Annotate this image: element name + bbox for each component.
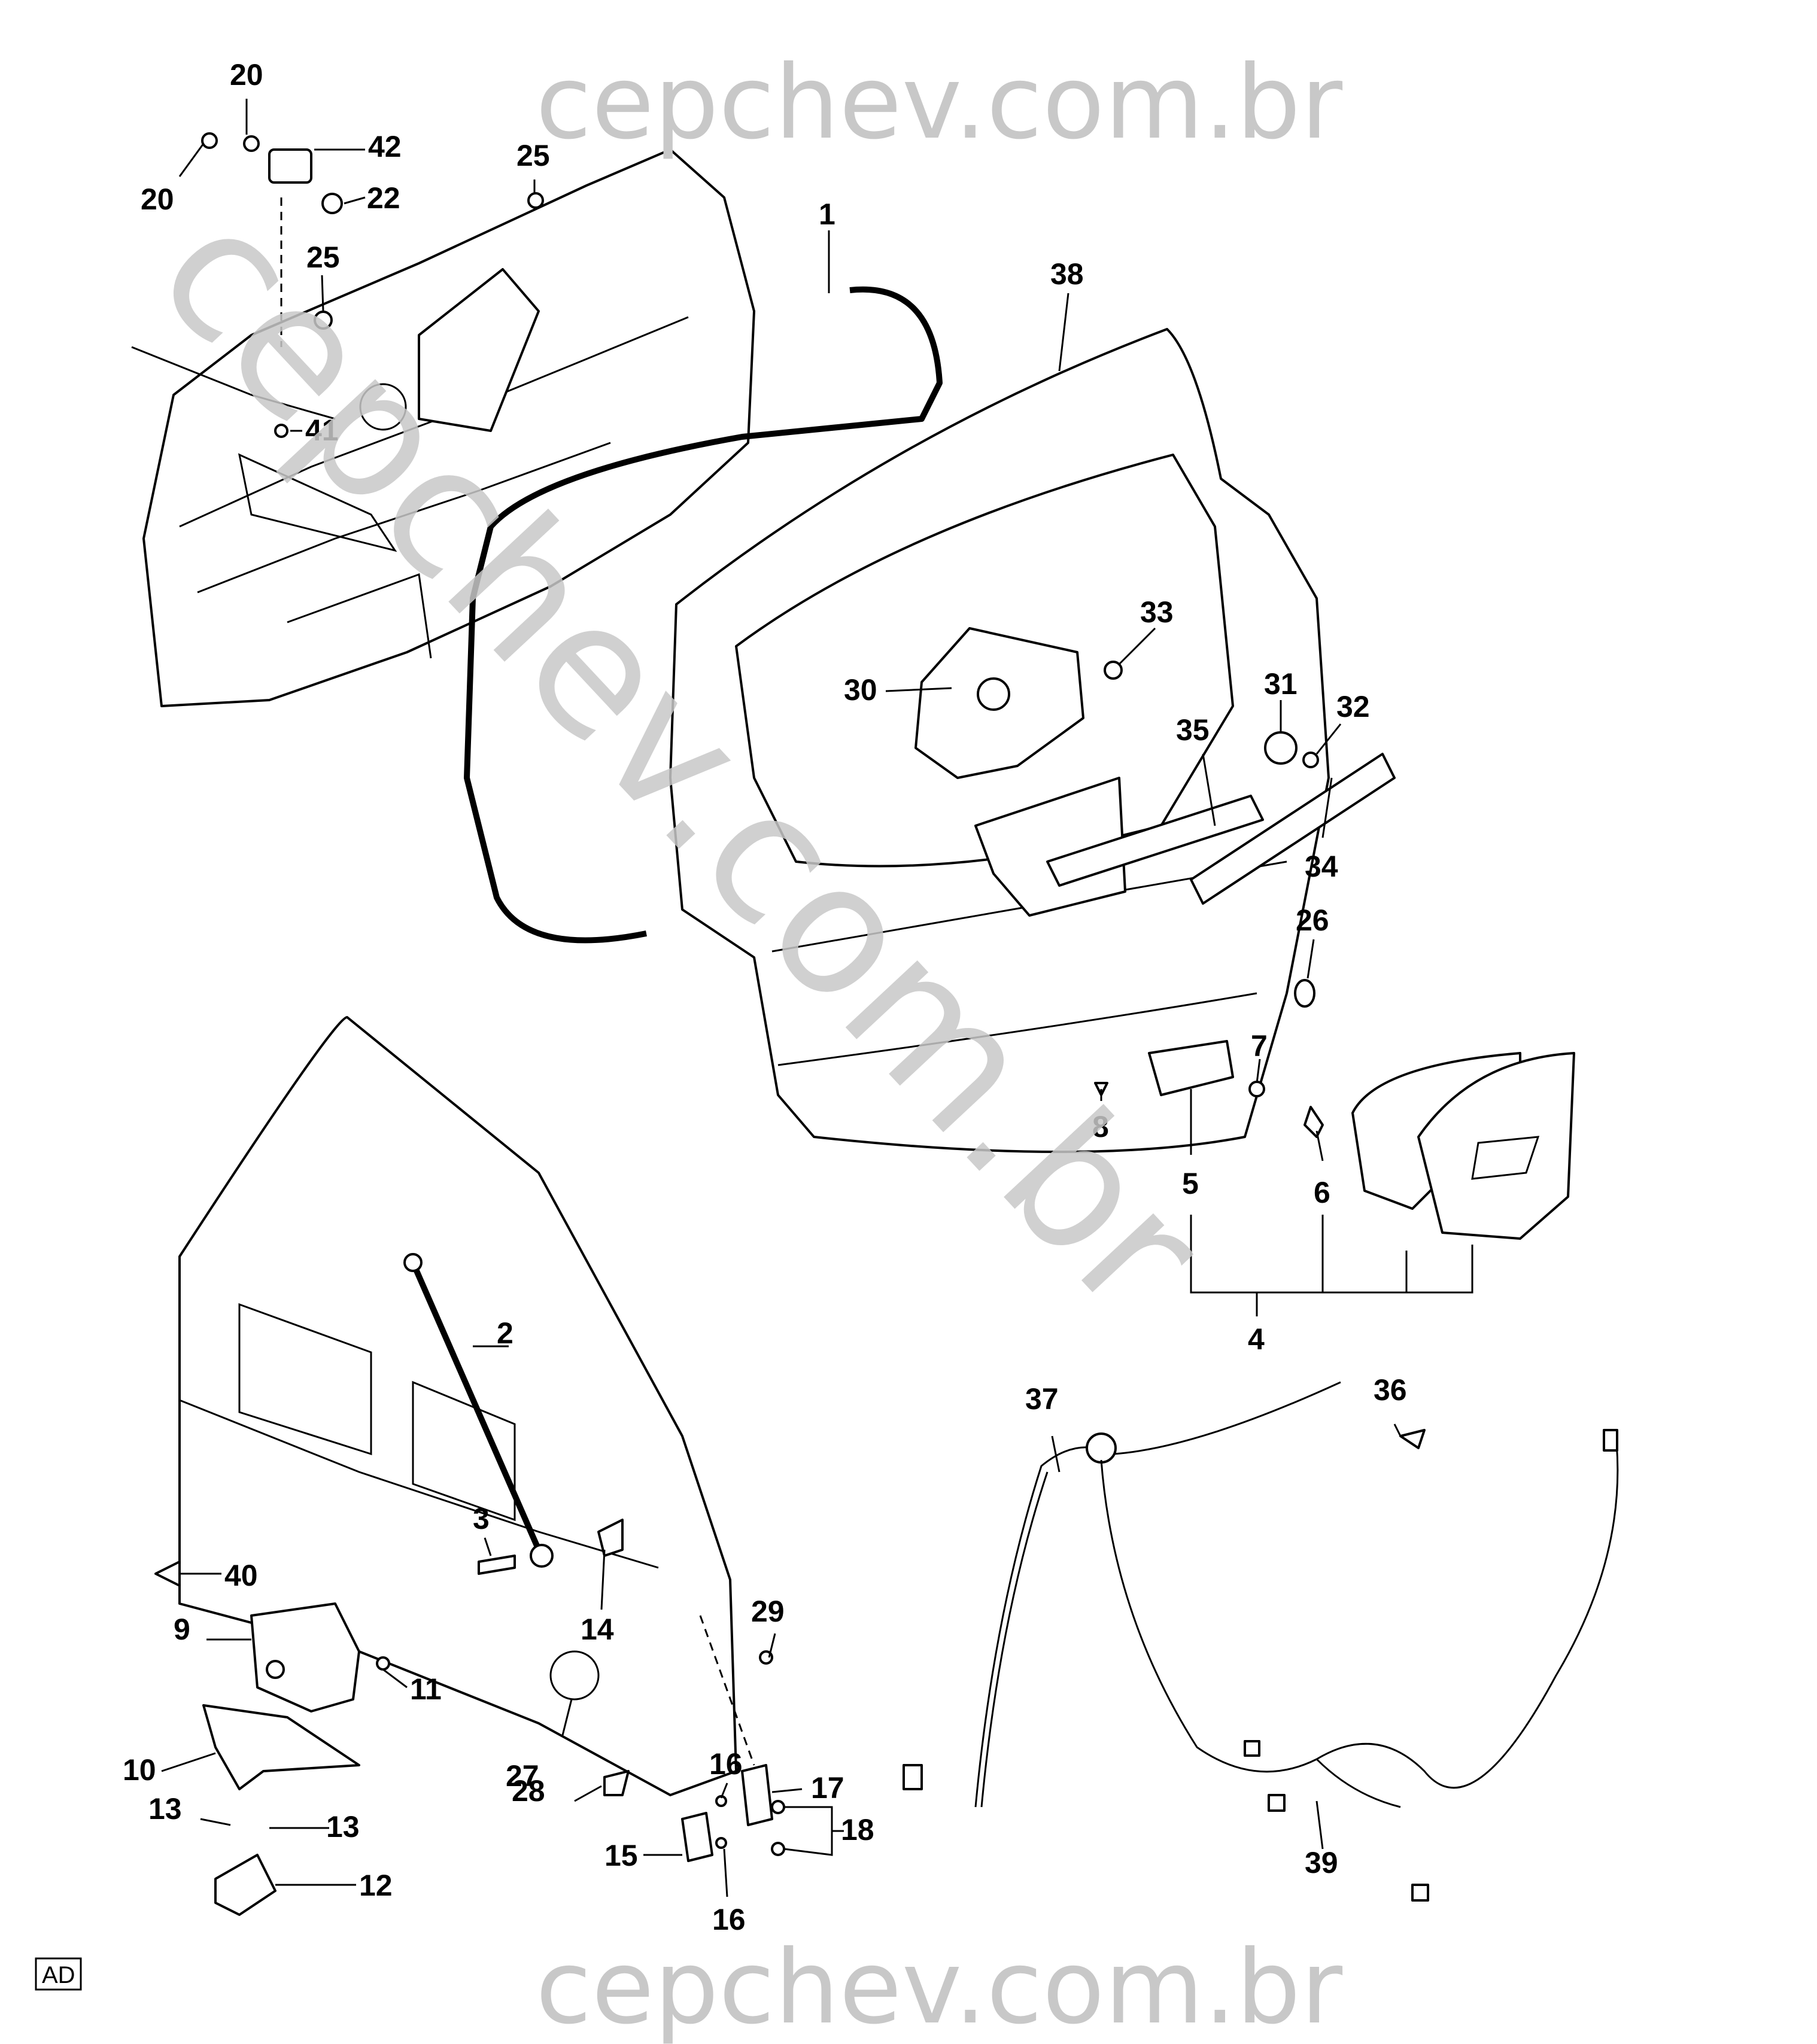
callout-29: 29 <box>751 1595 785 1628</box>
harness-37 <box>903 1381 1341 1808</box>
rear-wiper <box>1046 753 1396 905</box>
callout-18: 18 <box>841 1813 874 1847</box>
callout-7: 7 <box>1251 1029 1268 1063</box>
callout-6: 6 <box>1314 1176 1330 1209</box>
callout-34: 34 <box>1305 850 1338 883</box>
body-structure-upper <box>131 148 755 707</box>
callout-4: 4 <box>1248 1322 1265 1356</box>
callout-33: 33 <box>1140 595 1174 629</box>
release-handle <box>1148 1040 1234 1096</box>
callout-11: 11 <box>410 1672 442 1706</box>
callout-15: 15 <box>604 1839 638 1872</box>
bumpers <box>154 1519 773 1796</box>
callout-28: 28 <box>512 1774 545 1808</box>
callout-3: 3 <box>473 1502 490 1535</box>
callout-16: 16 <box>709 1747 743 1781</box>
callout-17: 17 <box>811 1771 844 1805</box>
callout-35: 35 <box>1176 713 1210 747</box>
callout-22: 22 <box>367 181 400 215</box>
callout-36: 36 <box>1374 1373 1407 1407</box>
callout-5: 5 <box>1182 1167 1199 1200</box>
clip-36 <box>1399 1429 1426 1449</box>
callout-27: 27 <box>506 1759 539 1793</box>
callout-13: 13 <box>148 1792 182 1826</box>
tailgate-weatherstrip <box>464 286 943 944</box>
callout-labels: 20 20 42 22 25 25 41 1 38 33 30 31 32 35… <box>123 58 1407 1936</box>
callout-31: 31 <box>1264 667 1298 701</box>
emblem-assembly <box>1351 1052 1575 1240</box>
callout-25: 25 <box>516 139 550 172</box>
callout-14: 14 <box>581 1613 614 1646</box>
striker <box>214 1854 276 1916</box>
callout-41: 41 <box>305 413 339 447</box>
latch <box>250 1602 360 1713</box>
watermark-top: cepchev.com.br <box>536 44 1342 162</box>
assembly-bracket <box>1190 1215 1473 1294</box>
callout-30: 30 <box>844 673 877 707</box>
callout-13: 13 <box>326 1810 360 1844</box>
callout-37: 37 <box>1025 1382 1059 1416</box>
callout-42: 42 <box>368 130 402 163</box>
leader-lines <box>161 99 1402 1897</box>
fasteners <box>201 132 1324 1138</box>
callout-12: 12 <box>359 1869 393 1902</box>
watermark-bottom: cepchev.com.br <box>536 1929 1342 2044</box>
latch-cover <box>202 1704 360 1790</box>
hinges <box>681 1764 785 1862</box>
callout-2: 2 <box>497 1316 514 1350</box>
callout-9: 9 <box>174 1613 190 1646</box>
callout-20: 20 <box>141 182 174 216</box>
corner-code-box: AD <box>35 1957 82 1991</box>
body-structure-lower <box>178 1016 737 1796</box>
callout-8: 8 <box>1092 1110 1109 1143</box>
gas-strut <box>403 1253 554 1568</box>
callout-26: 26 <box>1296 904 1329 937</box>
callout-38: 38 <box>1050 257 1084 291</box>
callout-25: 25 <box>306 241 340 274</box>
callout-32: 32 <box>1336 690 1370 723</box>
callout-39: 39 <box>1305 1846 1338 1879</box>
callout-1: 1 <box>819 197 835 231</box>
corner-code: AD <box>42 1962 75 1988</box>
callout-20: 20 <box>230 58 263 92</box>
callout-40: 40 <box>224 1559 258 1592</box>
callout-10: 10 <box>123 1753 156 1787</box>
callout-16: 16 <box>712 1903 746 1936</box>
harness-39 <box>1100 1429 1619 1902</box>
wiper-motor <box>914 627 1084 779</box>
